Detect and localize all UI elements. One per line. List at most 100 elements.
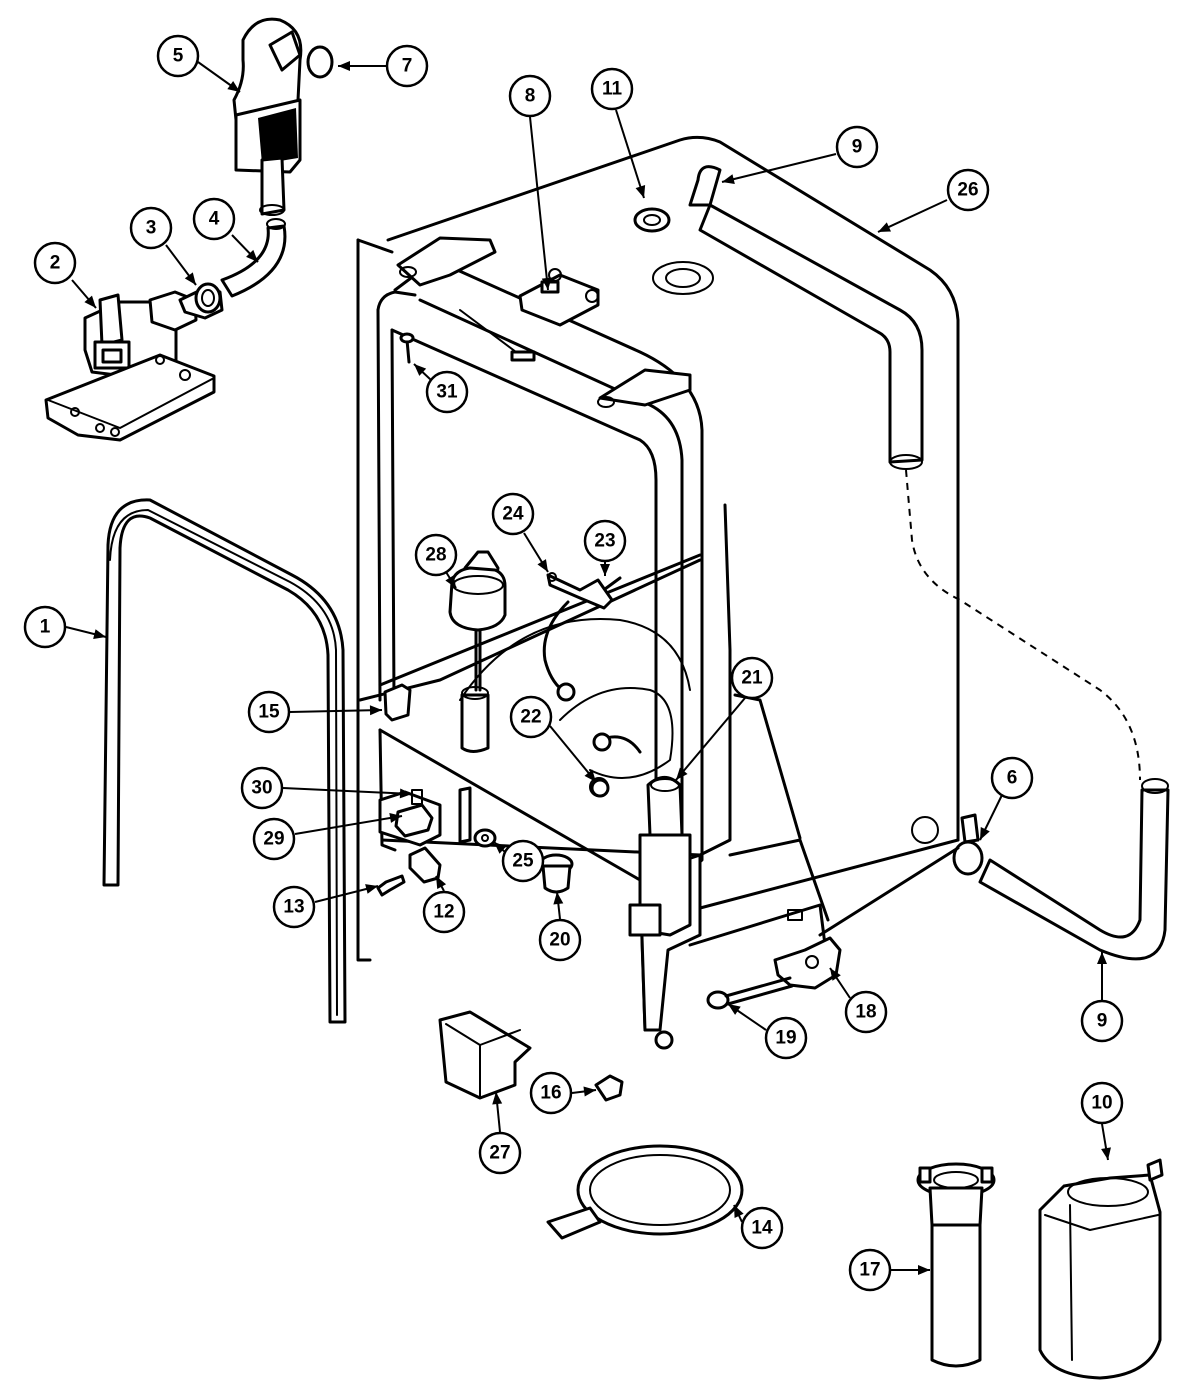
float-switch [394,789,434,838]
callout-number: 8 [525,86,536,107]
callout-29: 29 [252,813,403,861]
callout-circle [425,370,469,414]
arrowhead [584,769,596,782]
callout-27: 27 [478,1091,522,1175]
tub-insulation [386,135,960,914]
callout-5: 5 [156,34,241,93]
nut [473,828,497,848]
callout-number: 17 [859,1260,880,1281]
callout-circle [835,125,879,169]
insulation-block [438,1010,532,1100]
callout-number: 19 [775,1028,796,1049]
callout-circle [414,533,458,577]
water-valve [44,286,224,442]
cap [594,1074,624,1102]
drain-hose [978,778,1170,961]
callout-number: 9 [852,137,863,158]
callout-circle [1080,999,1124,1043]
arrowhead [541,277,552,290]
callout-4: 4 [192,197,259,263]
callout-circle [501,839,545,883]
heater-lead [542,576,642,754]
hose-clamp [194,282,222,314]
callout-circle [272,885,316,929]
arrowhead [389,813,402,823]
callout-number: 23 [594,531,615,552]
leader-line [549,725,597,783]
callout-number: 11 [602,79,623,100]
leader-line [675,697,746,781]
check-valve [538,853,574,894]
callout-circle [844,990,888,1034]
callout-12: 12 [422,875,466,934]
callout-15: 15 [247,690,383,734]
callout-number: 12 [433,902,454,923]
callout-number: 26 [957,180,978,201]
callout-13: 13 [272,884,379,929]
callout-circle [478,1131,522,1175]
callout-number: 25 [512,851,534,872]
heater-nut [590,778,610,798]
callout-number: 28 [425,545,446,566]
callout-circle [764,1016,808,1060]
callout-26: 26 [877,168,990,233]
callout-1: 1 [23,605,107,649]
sump-ring [546,1144,744,1240]
arrowhead [414,364,427,376]
arrowhead [676,767,688,780]
arrowhead [600,564,610,576]
callout-18: 18 [829,967,888,1034]
arrowhead [436,876,447,889]
callout-circle [240,766,284,810]
callout-31: 31 [413,363,469,414]
vent-fill-cup [232,17,303,216]
callout-24: 24 [491,492,549,573]
callout-number: 21 [741,668,763,689]
arrowhead [1101,1147,1111,1160]
callout-number: 4 [209,209,220,230]
callout-9: 9 [1080,952,1124,1043]
callout-number: 1 [40,617,51,638]
callout-circle [590,67,634,111]
callout-circle [129,206,173,250]
callout-17: 17 [848,1248,930,1292]
callout-23: 23 [583,519,627,576]
callout-10: 10 [1080,1081,1124,1161]
arrowhead [338,61,350,71]
callout-circle [192,197,236,241]
callout-circle [385,44,429,88]
callout-21: 21 [675,656,774,781]
callout-number: 14 [751,1218,773,1239]
callout-9: 9 [721,125,879,184]
callout-circle [740,1206,784,1250]
callout-22: 22 [509,695,597,783]
screw [376,874,406,897]
callout-number: 22 [520,707,541,728]
leader-line [721,153,837,183]
callout-circle [1080,1081,1124,1125]
arrowhead [635,185,646,198]
callout-circle [946,168,990,212]
callout-circle [538,918,582,962]
callout-circle [529,1071,573,1115]
door-gasket [102,498,347,1024]
callout-number: 13 [283,897,304,918]
arrowhead [399,788,412,799]
callout-number: 20 [549,930,570,951]
arrowhead [722,174,735,184]
callout-2: 2 [33,241,97,309]
callout-number: 29 [263,829,284,850]
drain-hose-clamp [952,813,984,876]
arrowhead [537,559,548,572]
arrowhead [365,884,378,894]
callout-circle [990,756,1034,800]
arrowhead [492,1092,503,1105]
drain-connector [628,776,692,937]
air-gap-cover [1038,1158,1164,1380]
air-gap-body [916,1162,996,1368]
callout-circle [252,817,296,861]
screw-top [399,332,415,364]
arrowhead [84,295,96,308]
mounting-bracket [518,268,600,327]
